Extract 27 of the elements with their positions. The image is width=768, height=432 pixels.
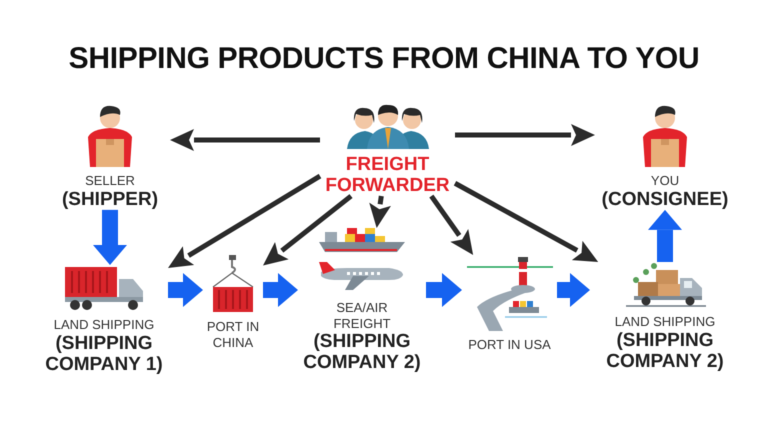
node-subtitle: (SHIPPING COMPANY 2) [605, 330, 725, 372]
arrow [429, 194, 474, 255]
title: SHIPPING PRODUCTS FROM CHINA TO YOU [68, 42, 700, 76]
arrow [455, 124, 595, 146]
arrow [648, 210, 682, 262]
arrow [170, 129, 320, 151]
node-subtitle: (SHIPPING COMPANY 2) [302, 331, 422, 374]
node-label: PORT IN USA [468, 337, 551, 353]
arrow [426, 273, 462, 307]
node-label: PORT IN CHINA [206, 319, 260, 350]
node-label: SELLER [85, 173, 135, 189]
arrow [263, 273, 298, 307]
node-label: YOU [650, 173, 680, 189]
arrow [369, 196, 391, 228]
arrow [557, 273, 590, 307]
node-title: FREIGHT FORWARDER [324, 155, 451, 196]
arrow [168, 174, 322, 268]
node-subtitle: (SHIPPING COMPANY 1) [44, 332, 164, 376]
node-label: LAND SHIPPING [614, 314, 716, 330]
arrow [263, 194, 353, 266]
node-subtitle: (SHIPPER) [62, 188, 158, 210]
node-label: SEA/AIR FREIGHT [332, 300, 392, 332]
node-subtitle: (CONSIGNEE) [602, 188, 728, 210]
node-label: LAND SHIPPING [54, 317, 154, 333]
arrow [93, 210, 127, 265]
arrow [168, 273, 203, 307]
arrow [454, 181, 598, 262]
